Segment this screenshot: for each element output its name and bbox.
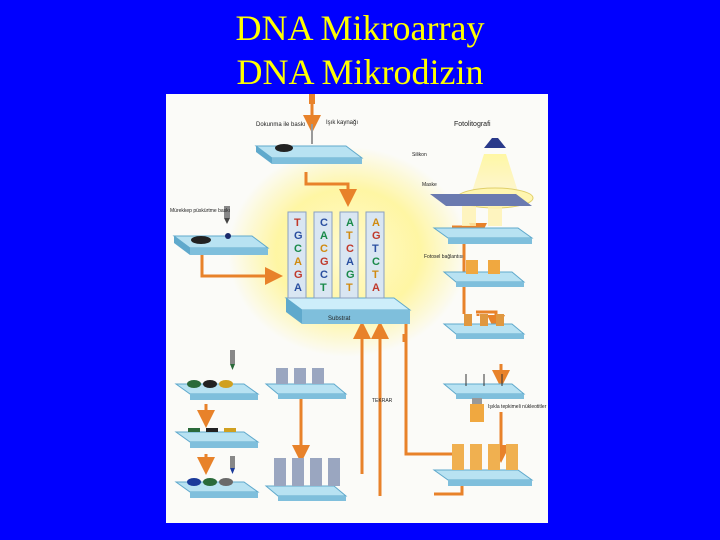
sequence-base: A [294, 256, 302, 268]
synthesis-slide-3 [174, 478, 260, 498]
oligo-slide-top [264, 368, 348, 399]
sequence-base: C [372, 256, 380, 268]
sequence-base: T [372, 243, 379, 255]
label-silikon: Silikon [412, 152, 427, 158]
photo-slide-2 [442, 260, 526, 287]
label-foto: Fotolitografi [454, 121, 491, 128]
label-substrat: Substrat [328, 316, 351, 322]
inkjet-slide [172, 233, 270, 255]
sequence-column [287, 211, 307, 299]
sequence-base: G [346, 269, 355, 281]
synthesis-dropper-icon-2 [230, 456, 235, 474]
nucleotide-vial-icon [470, 398, 484, 422]
label-tekrar: TEKRAR [372, 398, 393, 404]
sequence-base: A [346, 256, 354, 268]
substrate-block: Substrat [284, 297, 412, 324]
sequence-column [339, 211, 359, 299]
sequence-base: T [320, 282, 327, 294]
title-line-2: DNA Mikrodizin [236, 52, 484, 92]
slide-title: DNA Mikroarray DNA Mikrodizin [0, 6, 720, 94]
photo-slide-5 [432, 444, 534, 486]
sequence-base: C [320, 269, 328, 281]
sequence-base: C [320, 243, 328, 255]
label-isik: Işık kaynağı [326, 120, 358, 126]
sequence-base: A [346, 217, 354, 229]
label-fotosel: Fotosel bağlantısı [424, 254, 463, 260]
pin-icon [309, 94, 315, 144]
label-dokuma: Dokunma ile baskı [256, 122, 306, 128]
sequence-base: G [372, 230, 381, 242]
sequence-base: T [346, 230, 353, 242]
photo-slide-4 [442, 374, 526, 399]
sequence-base: A [372, 217, 380, 229]
sequence-base: A [294, 282, 302, 294]
title-line-1: DNA Mikroarray [235, 8, 485, 48]
synthesis-slide-1 [174, 380, 260, 400]
sequence-base: A [372, 282, 380, 294]
contact-print-slide [254, 144, 364, 164]
sequence-base: C [320, 217, 328, 229]
sequence-column [313, 211, 333, 299]
photo-slide-1 [432, 227, 534, 244]
sequence-base: G [294, 269, 303, 281]
sequence-base: T [372, 269, 379, 281]
sequence-base: G [320, 256, 329, 268]
sequence-base: G [294, 230, 303, 242]
sequence-base: A [320, 230, 328, 242]
label-nukleotit: Işıkla tepkimeli nükleotitler [488, 404, 547, 410]
sequence-base: T [346, 282, 353, 294]
oligo-slide-bottom [264, 458, 348, 501]
label-murekkep: Mürekkep püskürtme baskı [170, 208, 230, 214]
sequence-base: C [346, 243, 354, 255]
mask-plate [430, 194, 532, 226]
microarray-diagram: Dokunma ile baskı Işık kaynağı Mürekkep … [166, 94, 548, 523]
synthesis-slide-2 [174, 428, 260, 448]
synthesis-dropper-icon [230, 350, 235, 370]
sequence-column [365, 211, 385, 299]
photo-slide-3 [442, 314, 526, 339]
label-maske: Maske [422, 182, 437, 188]
sequence-base: T [294, 217, 301, 229]
inkjet-nozzle-icon [224, 206, 230, 224]
sequence-base: C [294, 243, 302, 255]
